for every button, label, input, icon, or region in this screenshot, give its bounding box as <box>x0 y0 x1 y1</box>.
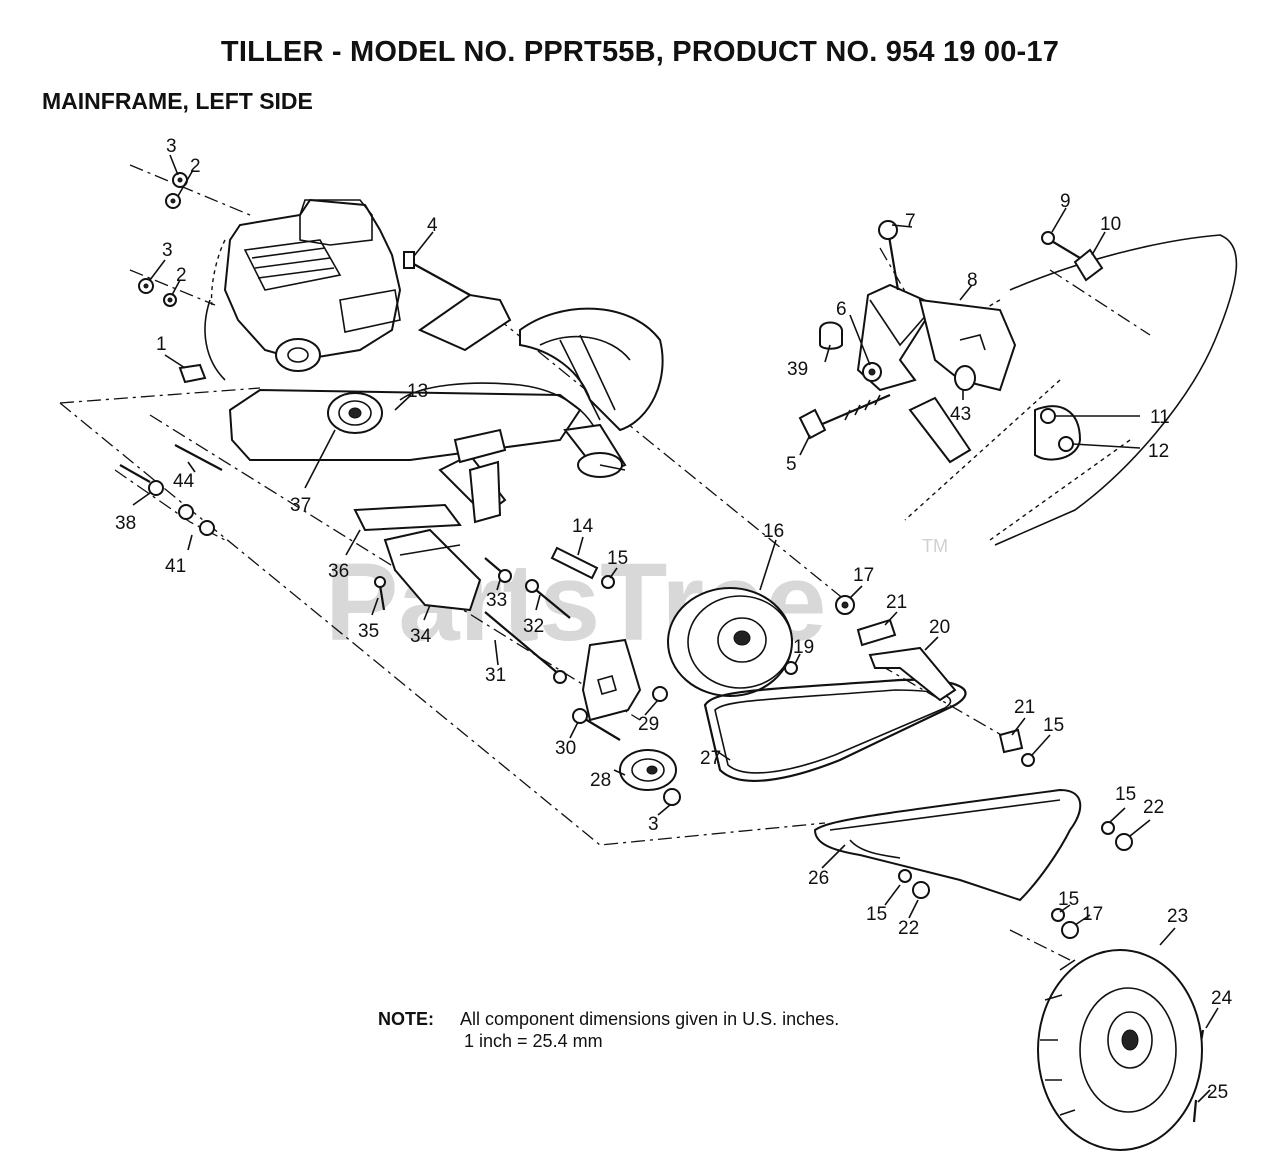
callout-label: 8 <box>967 270 978 291</box>
handle-bracket-assembly <box>798 220 1238 546</box>
callout-label: 6 <box>836 299 847 320</box>
callout-label: 16 <box>763 521 784 542</box>
callout-label: 36 <box>328 561 349 582</box>
leader-lines <box>132 154 1219 1103</box>
callout-label: 2 <box>190 156 201 177</box>
callout-label: 32 <box>523 616 544 637</box>
callout-label: 22 <box>1143 797 1164 818</box>
callout-label: 28 <box>590 770 611 791</box>
callout-label: 13 <box>407 381 428 402</box>
callout-label: 23 <box>1167 906 1188 927</box>
dimension-note: NOTE: All component dimensions given in U… <box>378 1008 839 1052</box>
callout-label: 33 <box>486 590 507 611</box>
callout-label: 29 <box>638 714 659 735</box>
engine-pulley <box>327 392 482 612</box>
wheel <box>1037 949 1203 1151</box>
callout-label: 17 <box>1082 904 1103 925</box>
tine-shield <box>519 307 664 432</box>
diagram-subtitle: MAINFRAME, LEFT SIDE <box>42 88 313 114</box>
hardware <box>119 172 1205 1123</box>
callout-label: 39 <box>787 359 808 380</box>
callout-label: 27 <box>700 748 721 769</box>
callout-label: 5 <box>786 454 797 475</box>
engine-assembly <box>204 198 402 381</box>
callout-label: 10 <box>1100 214 1121 235</box>
callout-label: 17 <box>853 565 874 586</box>
main-pulley <box>667 587 793 697</box>
callout-label: 15 <box>1058 889 1079 910</box>
frame-tube <box>228 293 627 524</box>
callout-label: 3 <box>162 240 173 261</box>
callout-label: 15 <box>1043 715 1064 736</box>
callout-label: 26 <box>808 868 829 889</box>
callout-label: 15 <box>607 548 628 569</box>
callout-label: 12 <box>1148 441 1169 462</box>
callout-label: 14 <box>572 516 594 537</box>
callout-label: 4 <box>427 215 438 236</box>
mainframe-outline <box>59 164 1151 961</box>
callout-label: 22 <box>898 918 919 939</box>
watermark-trademark: TM <box>922 536 948 556</box>
callout-label: 37 <box>290 495 311 516</box>
callout-label: 43 <box>950 404 971 425</box>
belt-guard <box>813 788 1082 902</box>
callout-label: 9 <box>1060 191 1071 212</box>
diagram-title: TILLER - MODEL NO. PPRT55B, PRODUCT NO. … <box>220 36 1060 68</box>
callout-label: 31 <box>485 665 506 686</box>
note-line-2: 1 inch = 25.4 mm <box>464 1031 603 1051</box>
callout-label: 30 <box>555 738 576 759</box>
callout-label: 24 <box>1211 988 1233 1009</box>
callout-label: 15 <box>866 904 887 925</box>
callout-label: 35 <box>358 621 379 642</box>
note-label: NOTE: <box>378 1009 434 1029</box>
callout-label: 41 <box>165 556 186 577</box>
idler-bracket <box>572 638 677 791</box>
callout-label: 21 <box>886 592 907 613</box>
callout-label: 19 <box>793 637 814 658</box>
callout-label: 2 <box>176 265 187 286</box>
callout-label: 3 <box>166 136 177 157</box>
callout-label: 7 <box>905 211 916 232</box>
callout-labels: 3 2 3 2 4 1 13 44 37 38 41 36 35 34 33 1… <box>115 136 1233 1103</box>
callout-label: 15 <box>1115 784 1136 805</box>
note-line-1: All component dimensions given in U.S. i… <box>460 1009 840 1029</box>
callout-label: 3 <box>648 814 659 835</box>
callout-label: 1 <box>156 334 167 355</box>
callout-label: 20 <box>929 617 950 638</box>
callout-label: 21 <box>1014 697 1035 718</box>
callout-label: 11 <box>1150 407 1170 428</box>
belt-cover-bracket <box>868 646 957 702</box>
callout-label: 25 <box>1207 1082 1228 1103</box>
callout-label: 38 <box>115 513 136 534</box>
callout-label: 34 <box>410 626 432 647</box>
callout-label: 44 <box>173 471 195 492</box>
